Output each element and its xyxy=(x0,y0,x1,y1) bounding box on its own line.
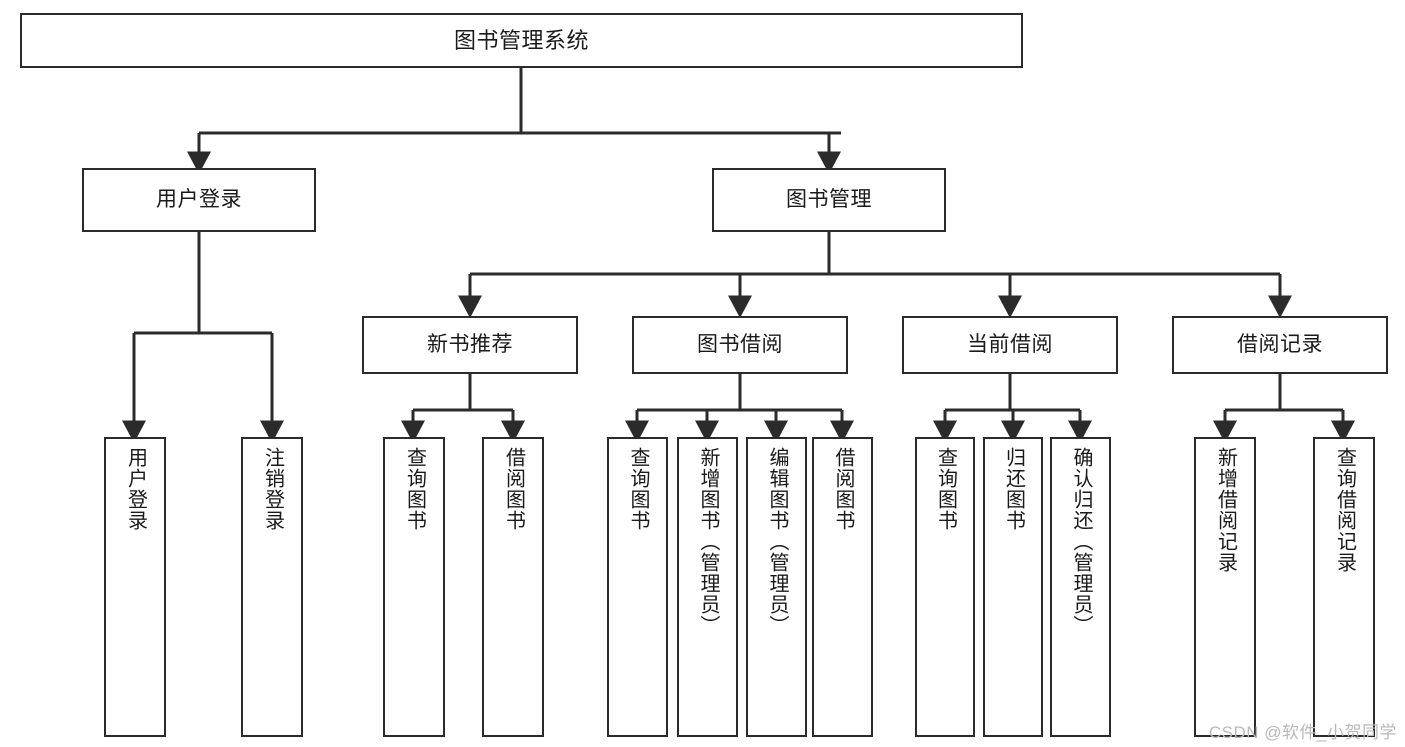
node-label: 用户登录 xyxy=(124,447,147,531)
leaf-add-book-admin[interactable]: 新增图书（管理员） xyxy=(677,437,738,737)
node-book-management[interactable]: 图书管理 xyxy=(712,168,946,232)
node-borrowing-records[interactable]: 借阅记录 xyxy=(1172,316,1388,374)
node-new-book-recommendation[interactable]: 新书推荐 xyxy=(362,316,578,374)
node-label: 查询借阅记录 xyxy=(1333,447,1356,573)
leaf-borrow-books-borrowing[interactable]: 借阅图书 xyxy=(812,437,873,737)
leaf-add-borrowing-record[interactable]: 新增借阅记录 xyxy=(1194,437,1256,737)
node-label: 查询图书 xyxy=(403,447,426,531)
leaf-query-books-recommendation[interactable]: 查询图书 xyxy=(383,437,445,737)
node-label: 新增借阅记录 xyxy=(1214,447,1237,573)
node-label: 查询图书 xyxy=(934,447,957,531)
leaf-query-books-borrowing[interactable]: 查询图书 xyxy=(607,437,668,737)
leaf-logout[interactable]: 注销登录 xyxy=(241,437,303,737)
leaf-confirm-return-admin[interactable]: 确认归还（管理员） xyxy=(1050,437,1111,737)
node-label: 归还图书 xyxy=(1002,447,1025,531)
leaf-query-books-current[interactable]: 查询图书 xyxy=(915,437,975,737)
node-label: 编辑图书（管理员） xyxy=(766,447,788,636)
node-root-book-management-system[interactable]: 图书管理系统 xyxy=(20,13,1023,68)
leaf-return-books[interactable]: 归还图书 xyxy=(983,437,1043,737)
node-label: 用户登录 xyxy=(156,187,242,211)
node-label: 图书借阅 xyxy=(697,332,783,356)
node-current-borrowing[interactable]: 当前借阅 xyxy=(902,316,1118,374)
node-label: 图书管理 xyxy=(786,187,872,211)
node-label: 图书管理系统 xyxy=(453,27,589,53)
node-label: 新书推荐 xyxy=(427,332,513,356)
node-label: 借阅图书 xyxy=(832,447,854,531)
node-book-borrowing[interactable]: 图书借阅 xyxy=(632,316,848,374)
watermark: CSDN @软件_小贺同学 xyxy=(1208,723,1397,742)
node-label: 借阅图书 xyxy=(502,447,525,531)
node-label: 注销登录 xyxy=(261,447,284,531)
node-label: 新增图书（管理员） xyxy=(697,447,719,636)
leaf-edit-book-admin[interactable]: 编辑图书（管理员） xyxy=(746,437,807,737)
node-user-login[interactable]: 用户登录 xyxy=(82,168,316,232)
node-label: 当前借阅 xyxy=(967,332,1053,356)
node-label: 确认归还（管理员） xyxy=(1070,447,1092,636)
leaf-user-login[interactable]: 用户登录 xyxy=(104,437,166,737)
leaf-borrow-books-recommendation[interactable]: 借阅图书 xyxy=(482,437,544,737)
node-label: 查询图书 xyxy=(627,447,649,531)
node-label: 借阅记录 xyxy=(1237,332,1323,356)
leaf-query-borrowing-record[interactable]: 查询借阅记录 xyxy=(1313,437,1375,737)
